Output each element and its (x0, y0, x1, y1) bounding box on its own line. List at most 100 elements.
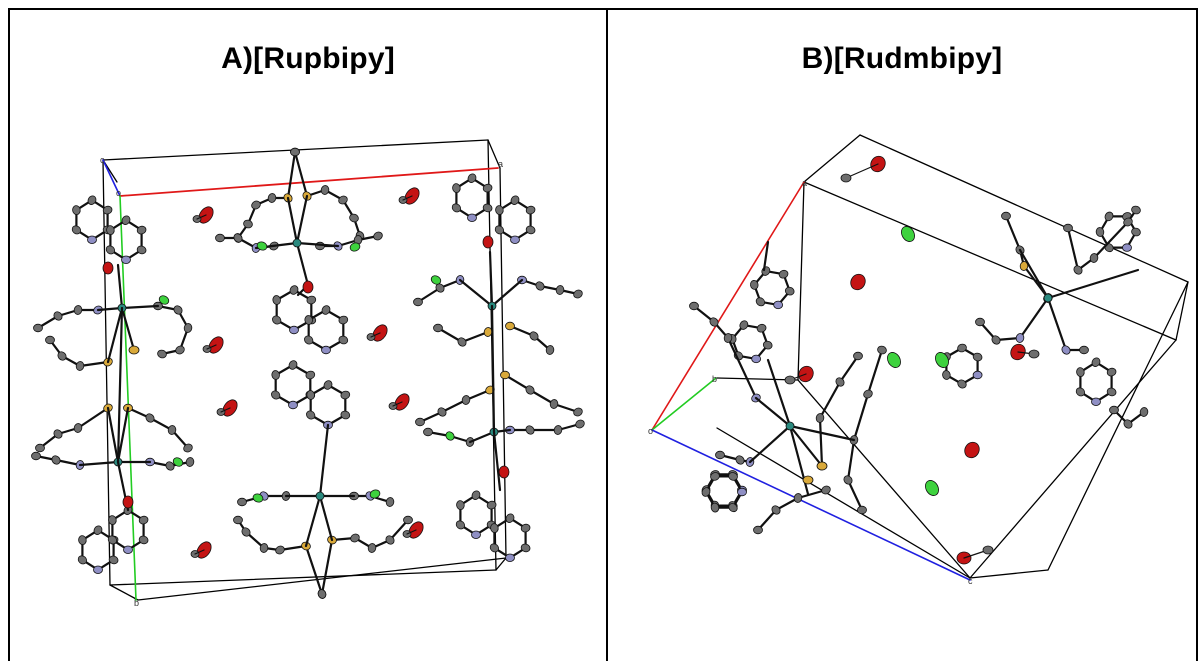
n-atom (321, 345, 331, 355)
c-atom (53, 429, 63, 439)
panel-b-title: B)[Rudmbipy] (801, 42, 1003, 75)
bond (1046, 296, 1068, 352)
c-atom (549, 399, 559, 409)
c-atom (75, 361, 85, 371)
cell-edge (716, 427, 971, 579)
c-atom (1139, 407, 1149, 417)
c-atom (1123, 217, 1133, 227)
c-atom (553, 425, 563, 435)
c-atom (452, 183, 461, 193)
c-atom (167, 425, 177, 435)
c-atom (701, 487, 711, 497)
c-atom (771, 505, 781, 515)
c-atom (525, 205, 536, 215)
cl-atom (158, 295, 170, 305)
c-atom (272, 315, 282, 325)
c-atom (1131, 227, 1141, 237)
c-atom (72, 205, 81, 215)
c-atom (467, 173, 477, 183)
c-atom (385, 535, 395, 545)
c-atom (784, 375, 796, 385)
c-atom (575, 419, 585, 429)
panel-a-title: A)[Rupbipy] (221, 42, 395, 75)
c-atom (415, 417, 425, 427)
cell-edge (969, 339, 1177, 579)
bond (1092, 220, 1130, 260)
n-atom (93, 565, 103, 574)
cell-edge (797, 181, 805, 381)
c-atom (494, 225, 505, 235)
c-atom (305, 370, 316, 380)
c-atom (1106, 387, 1117, 397)
c-atom (323, 380, 333, 390)
c-atom (145, 413, 155, 423)
panel-divider (606, 8, 608, 661)
c-atom (338, 195, 348, 205)
c-atom (73, 423, 83, 433)
bond (320, 538, 334, 596)
c-atom (784, 286, 795, 296)
bond (295, 241, 340, 248)
bond (286, 196, 299, 245)
bond (295, 194, 309, 245)
c-atom (471, 490, 481, 500)
oxygen-atom (964, 441, 980, 459)
n-atom (1122, 243, 1132, 252)
cell-edge (137, 557, 507, 601)
c-atom (972, 352, 983, 362)
c-atom (762, 340, 773, 350)
n-atom (123, 545, 133, 554)
c-atom (237, 497, 247, 507)
c-atom (1091, 357, 1101, 367)
c-atom (306, 410, 316, 420)
oxygen-atom (850, 273, 866, 291)
n-atom (751, 354, 762, 364)
c-atom (451, 203, 462, 213)
n-atom (121, 255, 131, 264)
c-atom (525, 425, 535, 435)
c-atom (241, 527, 251, 537)
c-atom (1123, 419, 1133, 429)
c-atom (423, 427, 433, 437)
c-atom (482, 203, 493, 213)
n-atom (510, 235, 520, 244)
c-atom (753, 525, 763, 535)
c-atom (233, 233, 243, 243)
c-atom (437, 407, 447, 417)
axis-label-o: o (116, 188, 121, 198)
c-atom (1073, 265, 1083, 275)
c-atom (843, 475, 853, 485)
bond (852, 392, 870, 442)
c-atom (840, 173, 852, 183)
c-atom (433, 323, 443, 333)
axis-c (651, 429, 971, 581)
c-atom (259, 543, 269, 553)
c-atom (271, 370, 280, 380)
o-atom (498, 465, 510, 479)
bond (206, 344, 217, 350)
c-atom (350, 533, 360, 543)
s-atom (802, 475, 814, 485)
c-atom (138, 535, 149, 545)
bond (1004, 214, 1022, 252)
bond (766, 358, 792, 428)
c-atom (121, 215, 131, 225)
bond (762, 240, 770, 272)
bond (370, 332, 381, 338)
c-atom (815, 413, 825, 423)
c-atom (715, 450, 725, 460)
bond (460, 330, 490, 344)
cell-edge (797, 379, 971, 579)
c-atom (136, 225, 147, 235)
bond (846, 438, 856, 482)
c-atom (957, 343, 967, 353)
axis-label-b: b (134, 598, 139, 608)
n-atom (1015, 333, 1025, 343)
c-atom (138, 515, 149, 525)
c-atom (525, 225, 536, 235)
cell-edge (495, 557, 507, 571)
c-atom (456, 500, 465, 510)
cell-edge (859, 134, 1189, 283)
